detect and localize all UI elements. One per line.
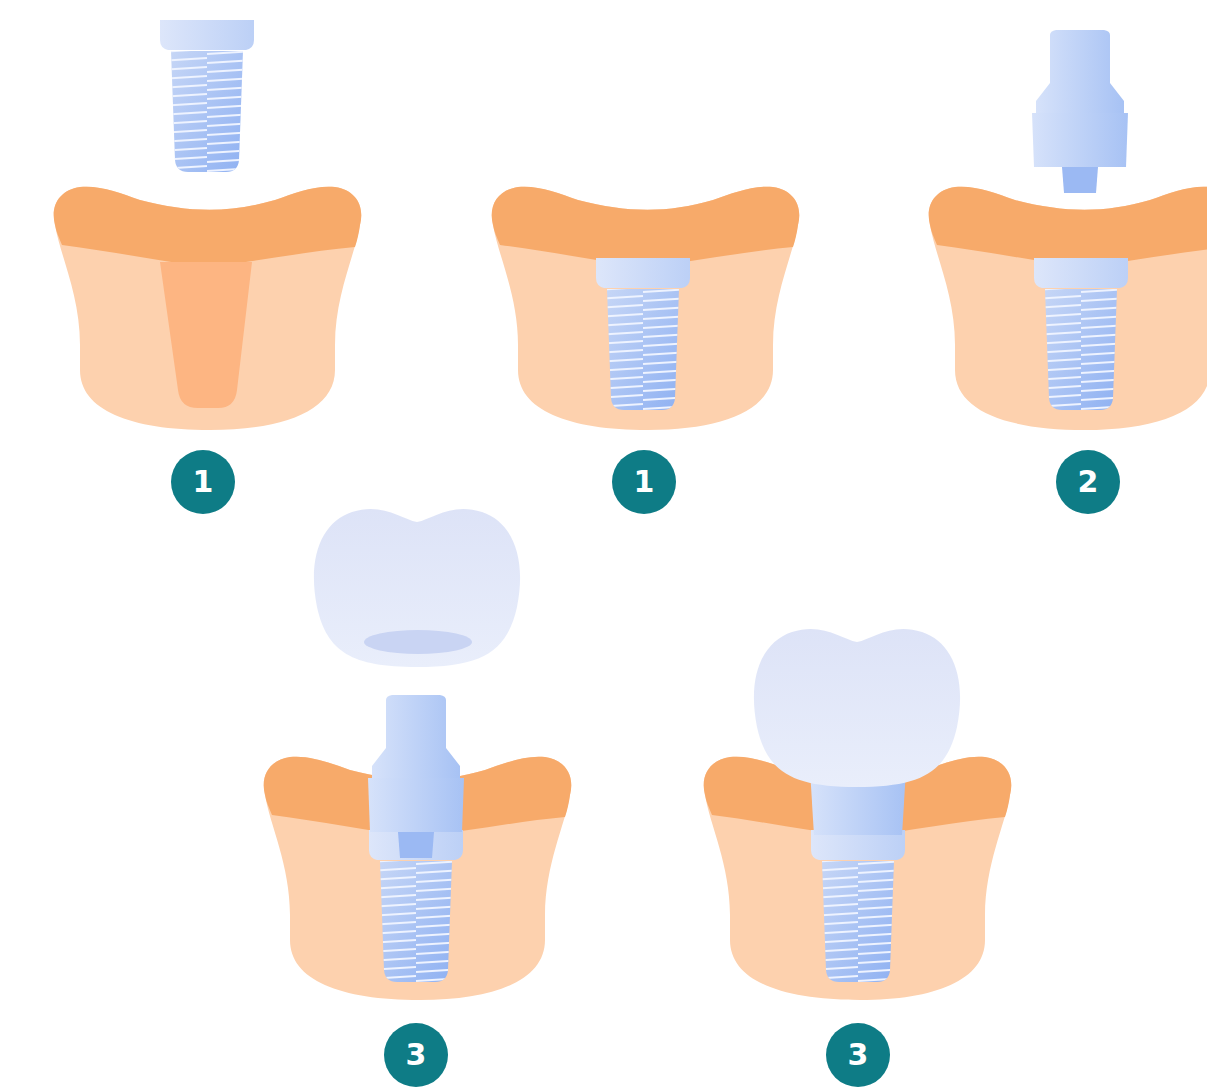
callout-number: 2 (1056, 450, 1120, 514)
callout-number: 3 (826, 1023, 890, 1087)
callout-number: 1 (171, 450, 235, 514)
callout-number: 1 (612, 450, 676, 514)
callout-number: 3 (384, 1023, 448, 1087)
